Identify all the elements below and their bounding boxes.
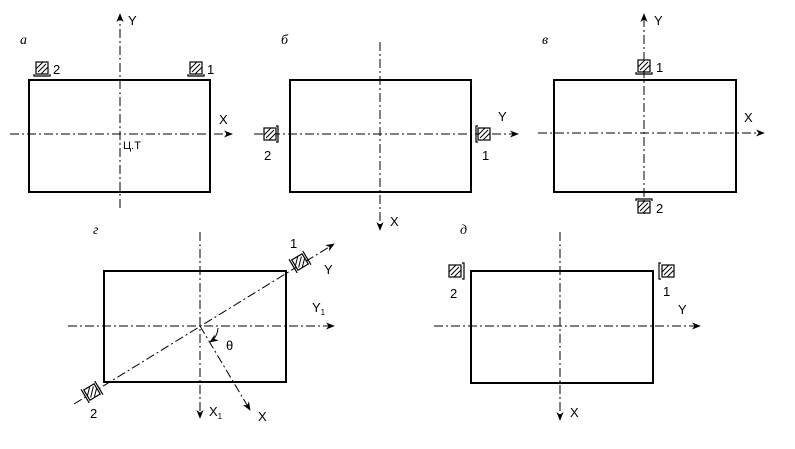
sensor-1-a xyxy=(187,61,205,77)
panel-g: г θ Y Y1 X1 X 1 2 xyxy=(68,223,335,424)
y-axis-label-v: Y xyxy=(654,13,663,28)
y-axis-rotated-g xyxy=(73,243,335,405)
sensor-2-icon-d xyxy=(448,264,462,278)
sensor-2-label-g: 2 xyxy=(90,406,97,421)
sensor-1-label-b: 1 xyxy=(482,148,489,163)
x-axis-label-v: X xyxy=(744,110,753,125)
sensor-1-b xyxy=(475,125,491,143)
y1-axis-subscript-g: 1 xyxy=(321,308,326,317)
panel-a: а Y X Ц.Т 2 1 xyxy=(10,13,233,208)
panel-letter-b: б xyxy=(281,33,289,48)
y-axis-label-a: Y xyxy=(128,13,137,28)
x-axis-label-g: X xyxy=(258,409,267,424)
sensor-1-g xyxy=(288,250,312,274)
sensor-1-label-g: 1 xyxy=(290,236,297,251)
sensor-2-icon-v xyxy=(637,200,651,214)
angle-label-g: θ xyxy=(226,338,233,353)
panel-letter-a: а xyxy=(20,33,27,48)
x1-axis-letter-g: X xyxy=(209,404,218,419)
y-axis-label-b: Y xyxy=(498,109,507,124)
y1-axis-label-g: Y1 xyxy=(312,300,326,317)
x1-axis-label-g: X1 xyxy=(209,404,223,421)
panel-b: б Y X 2 1 xyxy=(254,33,519,231)
sensor-2-g xyxy=(80,380,104,404)
x1-axis-subscript-g: 1 xyxy=(218,412,223,421)
x-axis-label-a: X xyxy=(219,112,228,127)
sensor-2-icon-b xyxy=(263,127,277,141)
y1-axis-letter-g: Y xyxy=(312,300,321,315)
sensor-1-label-v: 1 xyxy=(656,60,663,75)
sensor-1-icon-a xyxy=(189,61,203,75)
sensor-1-label-d: 1 xyxy=(663,284,670,299)
sensor-2-label-b: 2 xyxy=(264,148,271,163)
sensor-1-icon-b xyxy=(477,127,491,141)
sensor-1-label-a: 1 xyxy=(207,62,214,77)
sensor-1-v xyxy=(635,59,653,75)
sensor-2-d xyxy=(448,262,465,280)
x-axis-label-b: X xyxy=(390,214,399,229)
sensor-2-b xyxy=(263,125,279,143)
panel-v: в Y X 1 2 xyxy=(538,13,765,216)
panel-letter-d: д xyxy=(460,223,467,238)
panel-letter-g: г xyxy=(93,223,99,238)
sensor-1-icon-v xyxy=(637,59,651,73)
x-axis-label-d: X xyxy=(570,405,579,420)
body-rectangle-d xyxy=(470,270,654,384)
body-rectangle-a xyxy=(28,79,211,193)
sensor-1-icon-d xyxy=(661,264,675,278)
sensor-2-label-v: 2 xyxy=(656,201,663,216)
y-axis-label-g: Y xyxy=(324,262,333,277)
y-axis-label-d: Y xyxy=(678,302,687,317)
body-rectangle-v xyxy=(553,79,737,193)
sensor-2-label-d: 2 xyxy=(450,286,457,301)
panel-d: д Y X 2 1 xyxy=(434,223,701,421)
sensor-1-d xyxy=(658,262,675,280)
sensor-2-v xyxy=(635,198,653,214)
panel-letter-v: в xyxy=(542,33,548,48)
sensor-2-label-a: 2 xyxy=(53,62,60,77)
center-of-gravity-label: Ц.Т xyxy=(123,140,141,152)
angle-arc-g xyxy=(209,327,219,343)
sensor-2-icon-a xyxy=(35,61,49,75)
sensor-2-a xyxy=(33,61,51,77)
x-axis-rotated-g xyxy=(199,325,251,411)
